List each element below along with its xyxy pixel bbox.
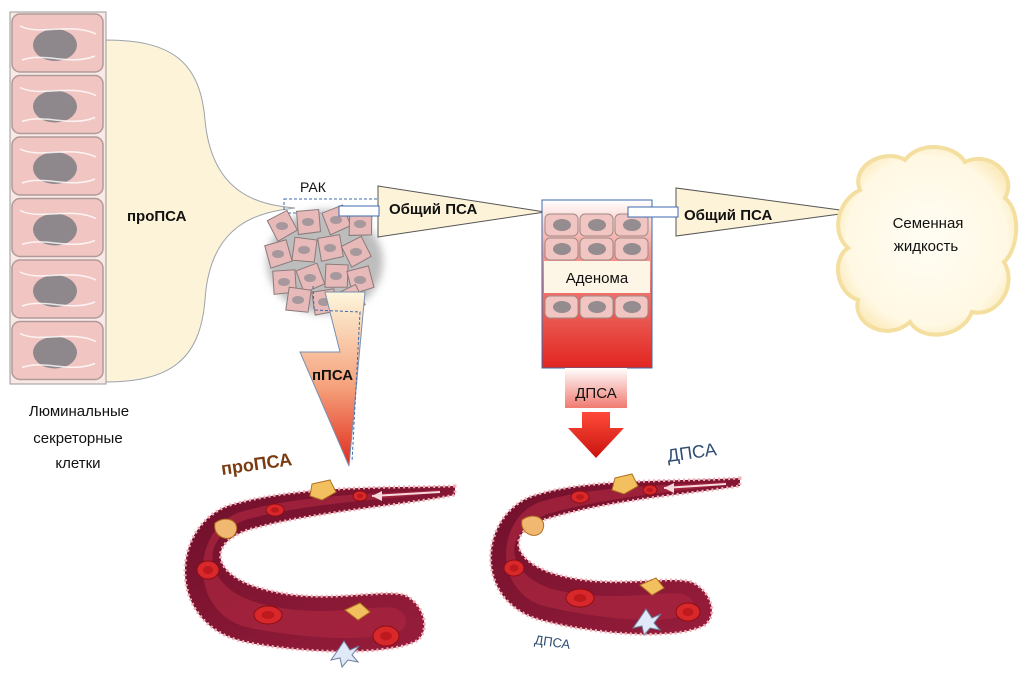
- luminal-cell-fiber: [21, 301, 96, 307]
- red-blood-cells-left: [196, 490, 400, 647]
- luminal-cell-fiber: [19, 148, 97, 158]
- dpsa-label-top: ДПСА: [575, 385, 616, 402]
- cancer-cell-nucleus: [292, 296, 304, 304]
- luminal-cell-fiber: [21, 178, 96, 184]
- gland-lumen: [104, 39, 296, 383]
- adenoma-label: Аденома: [566, 270, 629, 287]
- adenoma-label-box: [544, 261, 650, 293]
- cancer-cell-nucleus: [354, 220, 366, 228]
- cancer-label: РАК: [300, 179, 327, 195]
- luminal-cell-fiber: [21, 239, 96, 246]
- luminal-cell-fiber: [19, 25, 97, 35]
- cancer-cell-nucleus: [272, 250, 284, 258]
- dpsa-vessel-small-label: ДПСА: [534, 632, 572, 652]
- red-blood-cell-center: [682, 607, 694, 617]
- red-blood-cells-right: [503, 484, 701, 622]
- dpsa-down-arrow: [568, 412, 624, 458]
- flow-arrowhead-left: [372, 491, 382, 501]
- luminal-gland: [9, 11, 296, 385]
- adenoma-cell-nucleus: [588, 219, 606, 231]
- cancer-cell-nucleus: [298, 246, 310, 254]
- adenoma-cells: [544, 213, 649, 319]
- adenoma-cell-nucleus: [623, 301, 641, 313]
- luminal-cell-nucleus: [33, 152, 77, 184]
- platelet-right: [611, 473, 639, 495]
- luminal-cell-fiber: [19, 86, 97, 97]
- red-blood-cell-center: [261, 610, 275, 620]
- red-blood-cell-center: [203, 565, 213, 575]
- luminal-cell-fiber: [21, 362, 96, 369]
- adenoma-cell-nucleus: [588, 301, 606, 313]
- total-psa-connector-1: [338, 205, 380, 217]
- blood-vessel-left: [183, 479, 457, 669]
- propsa-vessel-label: проПСА: [220, 449, 293, 479]
- cancer-cluster: [264, 198, 383, 316]
- luminal-cells: [11, 13, 104, 381]
- red-blood-cell-center: [573, 593, 587, 603]
- total-psa-label-2: Общий ПСА: [684, 207, 772, 224]
- seminal-fluid-cloud: [836, 145, 1019, 337]
- white-cell-left: [329, 640, 360, 669]
- lymphocyte-left: [214, 518, 238, 539]
- luminal-cell-nucleus: [33, 29, 77, 61]
- luminal-cell-nucleus: [33, 90, 77, 123]
- platelet-left-2: [344, 602, 371, 621]
- ppsa-label: пПСА: [312, 367, 353, 384]
- luminal-label-line2: секреторные: [33, 430, 122, 447]
- total-psa-connector-2: [627, 206, 679, 218]
- propsa-gland-label: проПСА: [127, 208, 187, 225]
- flow-arrow-right: [663, 483, 727, 489]
- white-cell-right: [631, 608, 662, 637]
- luminal-label-line3: клетки: [55, 455, 100, 472]
- seminal-label-line2: жидкость: [894, 238, 959, 255]
- luminal-cell-nucleus: [33, 275, 77, 307]
- dpsa-flow-strip: [565, 368, 627, 408]
- red-blood-cell-center: [270, 507, 280, 513]
- luminal-cell-fiber: [21, 55, 96, 61]
- luminal-cell-fiber: [19, 209, 97, 220]
- cancer-cell-nucleus: [354, 276, 366, 284]
- cancer-cell-nucleus: [276, 222, 288, 230]
- platelet-left: [309, 479, 337, 501]
- cancer-cell-nucleus: [302, 218, 314, 226]
- red-blood-cell-center: [380, 631, 392, 641]
- lymphocyte-right: [521, 515, 545, 536]
- cancer-cell-nucleus: [278, 278, 290, 286]
- dpsa-vessel-label: ДПСА: [666, 439, 718, 466]
- luminal-cell-fiber: [21, 116, 96, 123]
- red-blood-cell-center: [356, 493, 364, 499]
- adenoma-cell-nucleus: [553, 243, 571, 255]
- total-psa-label-1: Общий ПСА: [389, 201, 477, 218]
- cancer-cell-nucleus: [330, 216, 342, 224]
- luminal-cell-fiber: [19, 271, 97, 281]
- ppsa-bolt: [299, 291, 366, 467]
- platelet-right-2: [639, 577, 665, 596]
- adenoma-cell-nucleus: [588, 243, 606, 255]
- luminal-cell-nucleus: [33, 213, 77, 246]
- adenoma-cell-nucleus: [623, 219, 641, 231]
- luminal-cell-nucleus: [33, 336, 77, 369]
- cancer-cell-nucleus: [350, 248, 362, 256]
- ppsa-dashed-outline: [312, 285, 361, 463]
- red-blood-cell-center: [646, 487, 654, 493]
- cancer-cell-nucleus: [304, 274, 316, 282]
- flow-arrowhead-right: [664, 483, 674, 493]
- adenoma-cell-nucleus: [553, 219, 571, 231]
- adenoma-cell-nucleus: [553, 301, 571, 313]
- seminal-label-line1: Семенная: [893, 215, 964, 232]
- blood-vessel-right: [489, 473, 742, 637]
- cancer-cell-nucleus: [330, 272, 342, 280]
- red-blood-cell-center: [509, 564, 519, 572]
- cancer-cell-nucleus: [324, 244, 336, 252]
- luminal-label-line1: Люминальные: [29, 403, 129, 420]
- luminal-cell-fiber: [19, 332, 97, 343]
- red-blood-cell-center: [575, 494, 585, 500]
- flow-arrow-left: [371, 491, 441, 497]
- adenoma-cell-nucleus: [623, 243, 641, 255]
